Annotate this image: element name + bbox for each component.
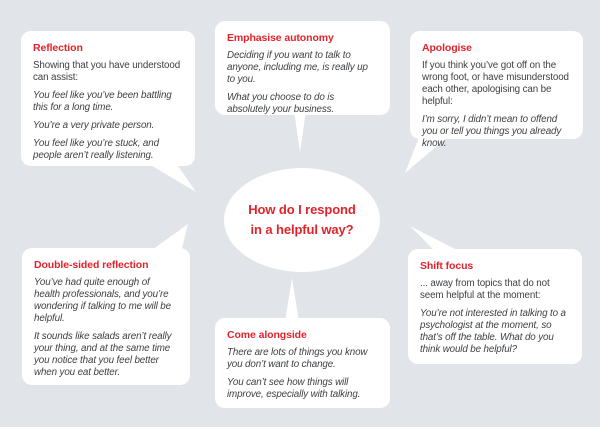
tail-come-alongside [285, 278, 299, 322]
bubble-paragraph: It sounds like salads aren’t really your… [34, 331, 172, 378]
bubble-reflection: Reflection Showing that you have underst… [21, 31, 195, 166]
bubble-paragraph: You can’t see how things will improve, e… [227, 377, 361, 400]
bubble-paragraph: You’ve had quite enough of health profes… [34, 277, 171, 324]
bubble-paragraph: If you think you’ve got off on the wrong… [422, 60, 569, 107]
bubble-paragraph: There are lots of things you know you do… [227, 347, 368, 370]
bubble-shift-focus: Shift focus ... away from topics that do… [408, 249, 582, 364]
tail-reflection [142, 160, 196, 192]
bubble-paragraph: Showing that you have understood can ass… [33, 60, 181, 83]
bubble-title: Apologise [422, 42, 472, 54]
tail-apologise [405, 135, 450, 173]
bubble-paragraph: You feel like you’ve been battling this … [33, 90, 172, 113]
bubble-come-alongside: Come alongside There are lots of things … [215, 318, 390, 408]
bubble-title: Emphasise autonomy [227, 32, 334, 44]
bubble-paragraph: I’m sorry, I didn’t mean to offend you o… [422, 114, 562, 149]
tail-emphasise-autonomy [294, 111, 306, 152]
bubble-title: Double-sided reflection [34, 259, 149, 271]
center-question-line1: How do I respond [248, 202, 356, 217]
bubble-paragraph: What you choose to do is absolutely your… [227, 92, 335, 115]
bubble-paragraph: ... away from topics that do not seem he… [420, 278, 550, 301]
bubble-paragraph: You’re a very private person. [33, 120, 155, 131]
bubble-title: Come alongside [227, 329, 307, 341]
bubble-apologise: Apologise If you think you’ve got off on… [410, 31, 583, 149]
center-question-text: How do I respond in a helpful way? [248, 200, 356, 240]
bubble-title: Shift focus [420, 260, 474, 272]
bubble-paragraph: You’re not interested in talking to a ps… [420, 308, 566, 355]
bubble-title: Reflection [33, 42, 83, 54]
bubble-paragraph: You feel like you’re stuck, and people a… [33, 138, 159, 161]
bubble-double-sided-reflection: Double-sided reflection You’ve had quite… [22, 248, 190, 385]
tail-double-sided-reflection [149, 224, 188, 252]
center-question-bubble: How do I respond in a helpful way? [224, 168, 380, 272]
bubble-paragraph: Deciding if you want to talk to anyone, … [227, 50, 368, 85]
center-question-line2: in a helpful way? [250, 222, 354, 237]
bubble-emphasise-autonomy: Emphasise autonomy Deciding if you want … [215, 21, 390, 115]
tail-shift-focus [410, 226, 463, 253]
